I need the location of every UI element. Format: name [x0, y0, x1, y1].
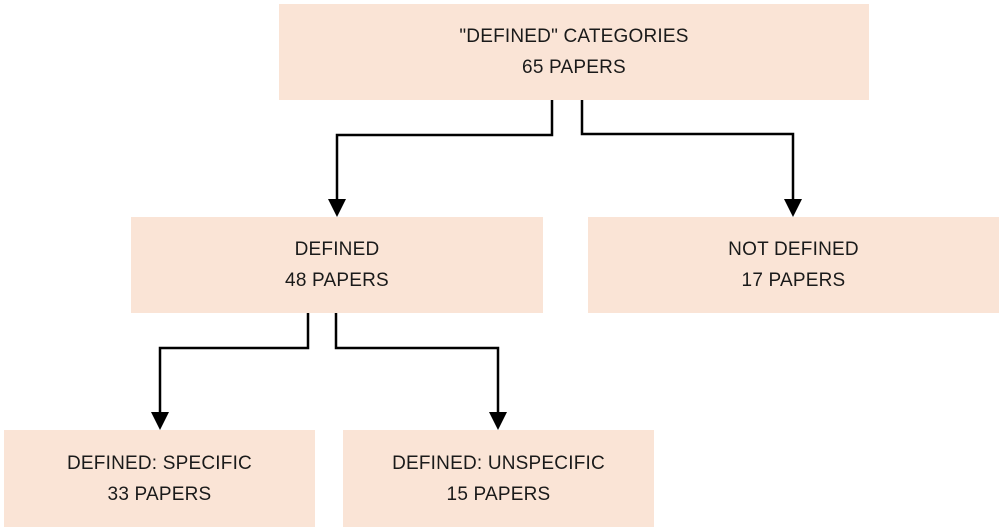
node-not-defined: NOT DEFINED 17 PAPERS [588, 217, 999, 313]
node-title: DEFINED [294, 239, 380, 260]
node-title: DEFINED: SPECIFIC [67, 452, 252, 474]
node-count: 15 PAPERS [446, 483, 551, 505]
arrowhead-icon [151, 412, 169, 430]
arrowhead-icon [489, 412, 507, 430]
node-title: NOT DEFINED [728, 239, 859, 260]
edge-defined-to-specific [158, 313, 310, 413]
node-defined-unspecific: DEFINED: UNSPECIFIC 15 PAPERS [343, 430, 654, 527]
node-count: 65 PAPERS [522, 57, 626, 78]
edge-defined-to-unspecific [334, 313, 500, 413]
node-count: 33 PAPERS [107, 483, 212, 505]
node-defined-categories: "DEFINED" CATEGORIES 65 PAPERS [279, 4, 869, 100]
arrowhead-icon [328, 199, 346, 217]
node-title: "DEFINED" CATEGORIES [459, 26, 689, 47]
node-title: DEFINED: UNSPECIFIC [392, 452, 605, 474]
node-defined-specific: DEFINED: SPECIFIC 33 PAPERS [4, 430, 315, 527]
node-count: 17 PAPERS [741, 270, 846, 291]
node-count: 48 PAPERS [285, 270, 389, 291]
node-defined: DEFINED 48 PAPERS [131, 217, 543, 313]
edge-root-to-not-defined [580, 100, 795, 200]
edge-root-to-defined [335, 100, 554, 200]
arrowhead-icon [784, 199, 802, 217]
